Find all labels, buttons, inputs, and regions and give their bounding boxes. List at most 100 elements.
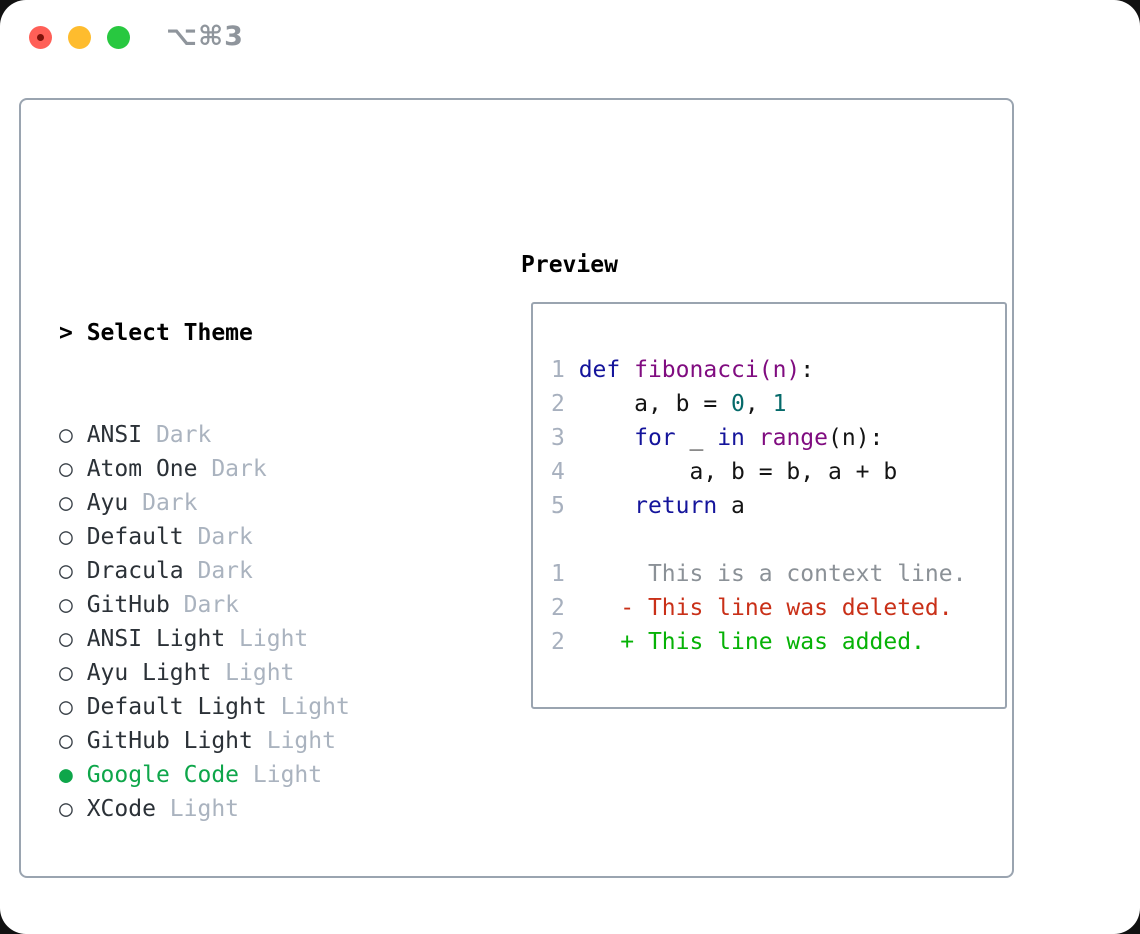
line-number: 1 bbox=[551, 357, 565, 383]
code-segment: , bbox=[744, 391, 773, 417]
line-number: 2 bbox=[551, 595, 565, 621]
theme-option-dracula-dark[interactable]: ○ Dracula Dark bbox=[59, 554, 447, 588]
theme-option-atom-one-dark[interactable]: ○ Atom One Dark bbox=[59, 452, 447, 486]
radio-icon: ○ bbox=[59, 694, 73, 720]
code-segment bbox=[579, 425, 634, 451]
select-theme-title: Select Theme bbox=[86, 320, 253, 346]
theme-option-xcode-light[interactable]: ○ XCode Light bbox=[59, 792, 447, 826]
radio-icon: ○ bbox=[59, 592, 73, 618]
theme-name: XCode bbox=[86, 796, 156, 822]
radio-icon: ○ bbox=[59, 422, 73, 448]
radio-icon: ○ bbox=[59, 456, 73, 482]
code-segment: (n): bbox=[828, 425, 884, 451]
theme-option-github-dark[interactable]: ○ GitHub Dark bbox=[59, 588, 447, 622]
theme-option-google-code-light[interactable]: ● Google Code Light bbox=[59, 758, 447, 792]
theme-variant: Dark bbox=[142, 490, 198, 516]
theme-variant: Dark bbox=[211, 456, 267, 482]
radio-icon: ○ bbox=[59, 728, 73, 754]
code-segment: a, b = b, a + b bbox=[578, 459, 898, 485]
line-number: 4 bbox=[551, 459, 565, 485]
theme-variant: Light bbox=[225, 660, 295, 686]
code-segment: return bbox=[634, 493, 718, 519]
code-line: 2 - This line was deleted. bbox=[551, 591, 966, 625]
window-controls bbox=[29, 26, 130, 49]
theme-variant: Dark bbox=[183, 592, 240, 618]
radio-icon: ○ bbox=[59, 796, 73, 822]
code-segment: fibonacci(n) bbox=[634, 357, 801, 383]
code-segment bbox=[579, 629, 621, 655]
theme-name: GitHub Light bbox=[86, 728, 253, 754]
theme-option-default-light-light[interactable]: ○ Default Light Light bbox=[59, 690, 447, 724]
radio-icon: ○ bbox=[59, 524, 73, 550]
close-button[interactable] bbox=[29, 26, 52, 49]
code-line: 2 + This line was added. bbox=[551, 625, 966, 659]
code-segment: for bbox=[634, 425, 676, 451]
radio-icon: ● bbox=[59, 762, 73, 788]
line-number: 5 bbox=[551, 493, 565, 519]
theme-name: GitHub bbox=[86, 592, 170, 618]
theme-name: ANSI Light bbox=[86, 626, 226, 652]
keyboard-shortcut-label: ⌥⌘3 bbox=[166, 21, 244, 52]
code-segment: : bbox=[800, 357, 815, 383]
theme-option-ayu-dark[interactable]: ○ Ayu Dark bbox=[59, 486, 447, 520]
code-segment: a bbox=[717, 493, 745, 519]
code-segment: range bbox=[758, 425, 828, 451]
theme-name: ANSI bbox=[86, 422, 143, 448]
zoom-button[interactable] bbox=[107, 26, 130, 49]
theme-variant: Light bbox=[252, 762, 323, 788]
code-segment: + This line was added. bbox=[620, 629, 925, 655]
select-theme-header: > Select Theme bbox=[59, 316, 447, 350]
theme-name: Default bbox=[86, 524, 184, 550]
radio-icon: ○ bbox=[59, 490, 73, 516]
theme-name: Ayu Light bbox=[86, 660, 212, 686]
radio-icon: ○ bbox=[59, 626, 73, 652]
line-number: 1 bbox=[551, 561, 565, 587]
code-line: 2 a, b = 0, 1 bbox=[551, 387, 966, 421]
code-line: 5 return a bbox=[551, 489, 966, 523]
code-segment bbox=[745, 425, 759, 451]
theme-variant: Light bbox=[280, 694, 350, 720]
theme-name: Atom One bbox=[86, 456, 198, 482]
code-segment bbox=[579, 595, 621, 621]
code-line: 4 a, b = b, a + b bbox=[551, 455, 966, 489]
theme-name: Ayu bbox=[86, 490, 129, 516]
theme-variant: Dark bbox=[197, 524, 253, 550]
minimize-button[interactable] bbox=[68, 26, 91, 49]
theme-variant: Dark bbox=[197, 558, 253, 584]
theme-option-ansi-dark[interactable]: ○ ANSI Dark bbox=[59, 418, 447, 452]
theme-variant: Light bbox=[266, 728, 336, 754]
theme-variant: Light bbox=[169, 796, 240, 822]
theme-name: Google Code bbox=[86, 762, 240, 788]
focus-caret-icon: > bbox=[59, 320, 73, 346]
code-segment: This is a context line. bbox=[578, 561, 967, 587]
line-number: 2 bbox=[551, 391, 565, 417]
preview-title: Preview bbox=[521, 252, 618, 278]
code-line: 1 def fibonacci(n): bbox=[551, 353, 966, 387]
code-line bbox=[551, 523, 966, 557]
theme-option-default-dark[interactable]: ○ Default Dark bbox=[59, 520, 447, 554]
theme-option-github-light-light[interactable]: ○ GitHub Light Light bbox=[59, 724, 447, 758]
code-line: 3 for _ in range(n): bbox=[551, 421, 966, 455]
code-segment: def bbox=[578, 357, 621, 383]
code-segment bbox=[579, 493, 634, 519]
code-line: 1 This is a context line. bbox=[551, 557, 966, 591]
theme-name: Default Light bbox=[86, 694, 267, 720]
line-number: 3 bbox=[551, 425, 565, 451]
code-segment: in bbox=[717, 425, 745, 451]
radio-icon: ○ bbox=[59, 558, 73, 584]
code-segment: - This line was deleted. bbox=[620, 595, 953, 621]
line-number: 2 bbox=[551, 629, 565, 655]
theme-name: Dracula bbox=[86, 558, 184, 584]
code-segment: a, b = bbox=[578, 391, 732, 417]
code-segment: _ bbox=[675, 425, 718, 451]
code-segment: 0 bbox=[731, 391, 745, 417]
theme-variant: Dark bbox=[155, 422, 212, 448]
